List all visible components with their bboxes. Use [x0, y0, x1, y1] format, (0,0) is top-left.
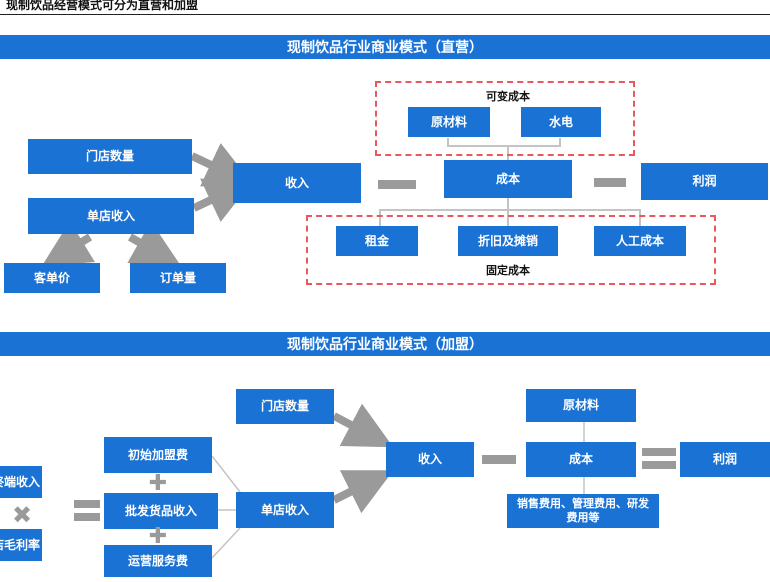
- arrow-store-count-to-revenue: [190, 143, 254, 187]
- franchise-raw-material: 原材料: [526, 389, 636, 422]
- franchise-wholesale-revenue: 批发货品收入: [104, 493, 218, 529]
- arrow-store-revenue-to-order-volume: [127, 221, 181, 266]
- franchise-store-revenue: 单店收入: [236, 492, 334, 528]
- variable-cost-group: [375, 81, 635, 156]
- direct-depreciation: 折旧及摊销: [458, 226, 558, 256]
- franchise-store-gross-margin: 门店毛利率: [0, 529, 42, 561]
- equals-sign-2-upper: [642, 448, 676, 456]
- franchise-operating-service-fee: 运营服务费: [104, 545, 212, 577]
- franchise-initial-fee: 初始加盟费: [104, 437, 212, 473]
- equals-sign-2-lower: [642, 461, 676, 469]
- page-caption: 现制饮品经营模式可分为直营和加盟: [6, 0, 199, 12]
- franchise-store-terminal-revenue: 店终端收入: [0, 466, 42, 498]
- multiply-icon: ✖: [11, 501, 33, 529]
- direct-order-volume: 订单量: [130, 263, 226, 293]
- direct-utilities: 水电: [521, 107, 601, 137]
- direct-banner: 现制饮品行业商业模式（直营）: [0, 35, 770, 59]
- plus-icon-1: ✚: [148, 471, 168, 496]
- direct-avg-ticket: 客单价: [4, 263, 100, 293]
- direct-raw-material: 原材料: [408, 107, 490, 137]
- fixed-cost-connector: [379, 198, 641, 226]
- plus-icon-2: ✚: [148, 524, 168, 549]
- minus-sign-3: [482, 455, 516, 464]
- franchise-cost: 成本: [526, 442, 636, 477]
- direct-store-count: 门店数量: [28, 139, 192, 174]
- direct-profit: 利润: [641, 163, 768, 200]
- franchise-revenue: 收入: [386, 442, 474, 477]
- connector-operating-fee: [211, 527, 241, 559]
- arrow-store-revenue-to-revenue: [192, 178, 254, 222]
- franchise-store-count: 门店数量: [236, 389, 334, 424]
- franchise-profit: 利润: [680, 442, 770, 477]
- franchise-expenses: 销售费用、管理费用、研发费用等: [507, 494, 659, 528]
- equals-sign-lower: [74, 513, 100, 521]
- direct-revenue: 收入: [233, 163, 361, 203]
- direct-store-revenue: 单店收入: [28, 198, 194, 234]
- equals-sign-upper: [74, 500, 100, 508]
- caption-divider: [0, 14, 770, 15]
- arrow-franchise-store-revenue-to-revenue: [332, 470, 394, 514]
- arrow-store-revenue-to-avg-ticket: [41, 221, 95, 267]
- variable-cost-label: 可变成本: [486, 90, 530, 103]
- variable-cost-connector: [447, 138, 561, 160]
- direct-labor-cost: 人工成本: [594, 226, 686, 256]
- direct-cost: 成本: [444, 160, 572, 198]
- connector-initial-fee: [211, 455, 241, 493]
- fixed-cost-label: 固定成本: [486, 264, 530, 277]
- franchise-banner: 现制饮品行业商业模式（加盟）: [0, 332, 770, 356]
- minus-sign-2: [594, 178, 626, 187]
- arrow-franchise-store-count-to-revenue: [332, 403, 394, 448]
- fixed-cost-group: [306, 215, 716, 285]
- minus-sign-1: [378, 180, 416, 189]
- direct-rent: 租金: [336, 226, 418, 256]
